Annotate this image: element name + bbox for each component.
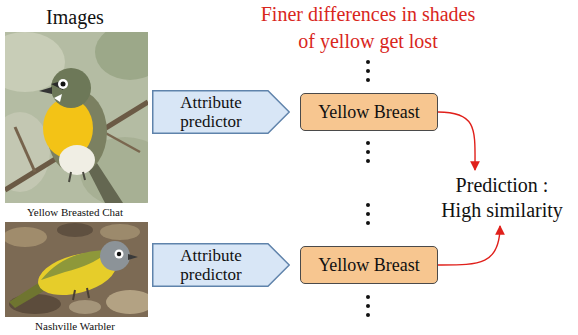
- predictor-label: Attribute predictor: [166, 246, 256, 284]
- attribute-label: Yellow Breast: [318, 101, 420, 123]
- attribute-box: Yellow Breast: [300, 93, 438, 131]
- predictor-arrow-box: Attribute predictor: [152, 243, 290, 287]
- text-area: Attribute predictor: [152, 243, 270, 287]
- image-caption: Yellow Breasted Chat: [27, 205, 123, 219]
- red-curved-arrow: [438, 226, 500, 265]
- prediction-label: High similarity: [441, 198, 563, 223]
- bird-photo: [5, 32, 148, 203]
- attribute-label: Yellow Breast: [318, 254, 420, 276]
- prediction-text-node: Prediction :High similarity: [430, 170, 574, 226]
- red-curved-arrow: [438, 112, 475, 170]
- pentagon-shape: [153, 244, 290, 287]
- bird-photo: [5, 222, 148, 317]
- image-caption: Nashville Warbler: [35, 319, 115, 333]
- heading-label: Images: [46, 5, 104, 30]
- predictor-arrow-box: Attribute predictor: [152, 90, 290, 134]
- predictor-label: Attribute predictor: [166, 93, 256, 131]
- text-area: Attribute predictor: [152, 90, 270, 134]
- annotation-note: Finer differences in shades of yellow ge…: [255, 1, 481, 55]
- attribute-box: Yellow Breast: [300, 246, 438, 284]
- pentagon-shape: [153, 91, 290, 134]
- prediction-label: Prediction :: [456, 173, 549, 198]
